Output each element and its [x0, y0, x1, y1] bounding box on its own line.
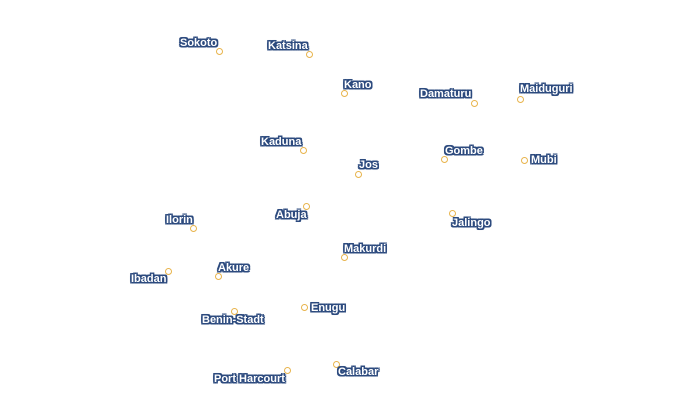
city-label: Katsina: [268, 40, 308, 52]
city-label: Sokoto: [180, 37, 218, 49]
city-dot-icon: [516, 95, 524, 103]
city-label: Akure: [218, 262, 250, 274]
city-label: Ilorin: [166, 214, 193, 226]
city-label: Benin-Stadt: [202, 314, 264, 326]
city-label: Kaduna: [261, 136, 302, 148]
city-label: Mubi: [531, 154, 557, 166]
city-dot-icon: [340, 89, 348, 97]
city-label: Makurdi: [344, 243, 387, 255]
city-dot-icon: [354, 170, 362, 178]
city-dot-icon: [164, 267, 172, 275]
city-label: Maiduguri: [520, 83, 573, 95]
city-dot-icon: [283, 366, 291, 374]
city-dot-icon: [448, 209, 456, 217]
city-label: Jalingo: [452, 217, 491, 229]
city-dot-icon: [302, 202, 310, 210]
city-dot-icon: [214, 272, 222, 280]
city-dot-icon: [520, 156, 528, 164]
city-dot-icon: [332, 360, 340, 368]
city-dot-icon: [230, 307, 238, 315]
city-dot-icon: [470, 99, 478, 107]
city-label: Kano: [344, 79, 372, 91]
city-dot-icon: [215, 47, 223, 55]
city-label: Abuja: [276, 209, 307, 221]
city-label: Jos: [359, 159, 378, 171]
city-dot-icon: [189, 224, 197, 232]
city-label: Ibadan: [131, 273, 167, 285]
city-dot-icon: [300, 303, 308, 311]
city-label: Port Harcourt: [214, 373, 285, 385]
city-dot-icon: [299, 146, 307, 154]
city-dot-icon: [340, 253, 348, 261]
city-dot-icon: [440, 155, 448, 163]
city-label: Calabar: [338, 366, 379, 378]
city-dot-icon: [305, 50, 313, 58]
city-label: Gombe: [445, 145, 483, 157]
city-label: Damaturu: [420, 88, 472, 100]
city-label: Enugu: [311, 302, 346, 314]
